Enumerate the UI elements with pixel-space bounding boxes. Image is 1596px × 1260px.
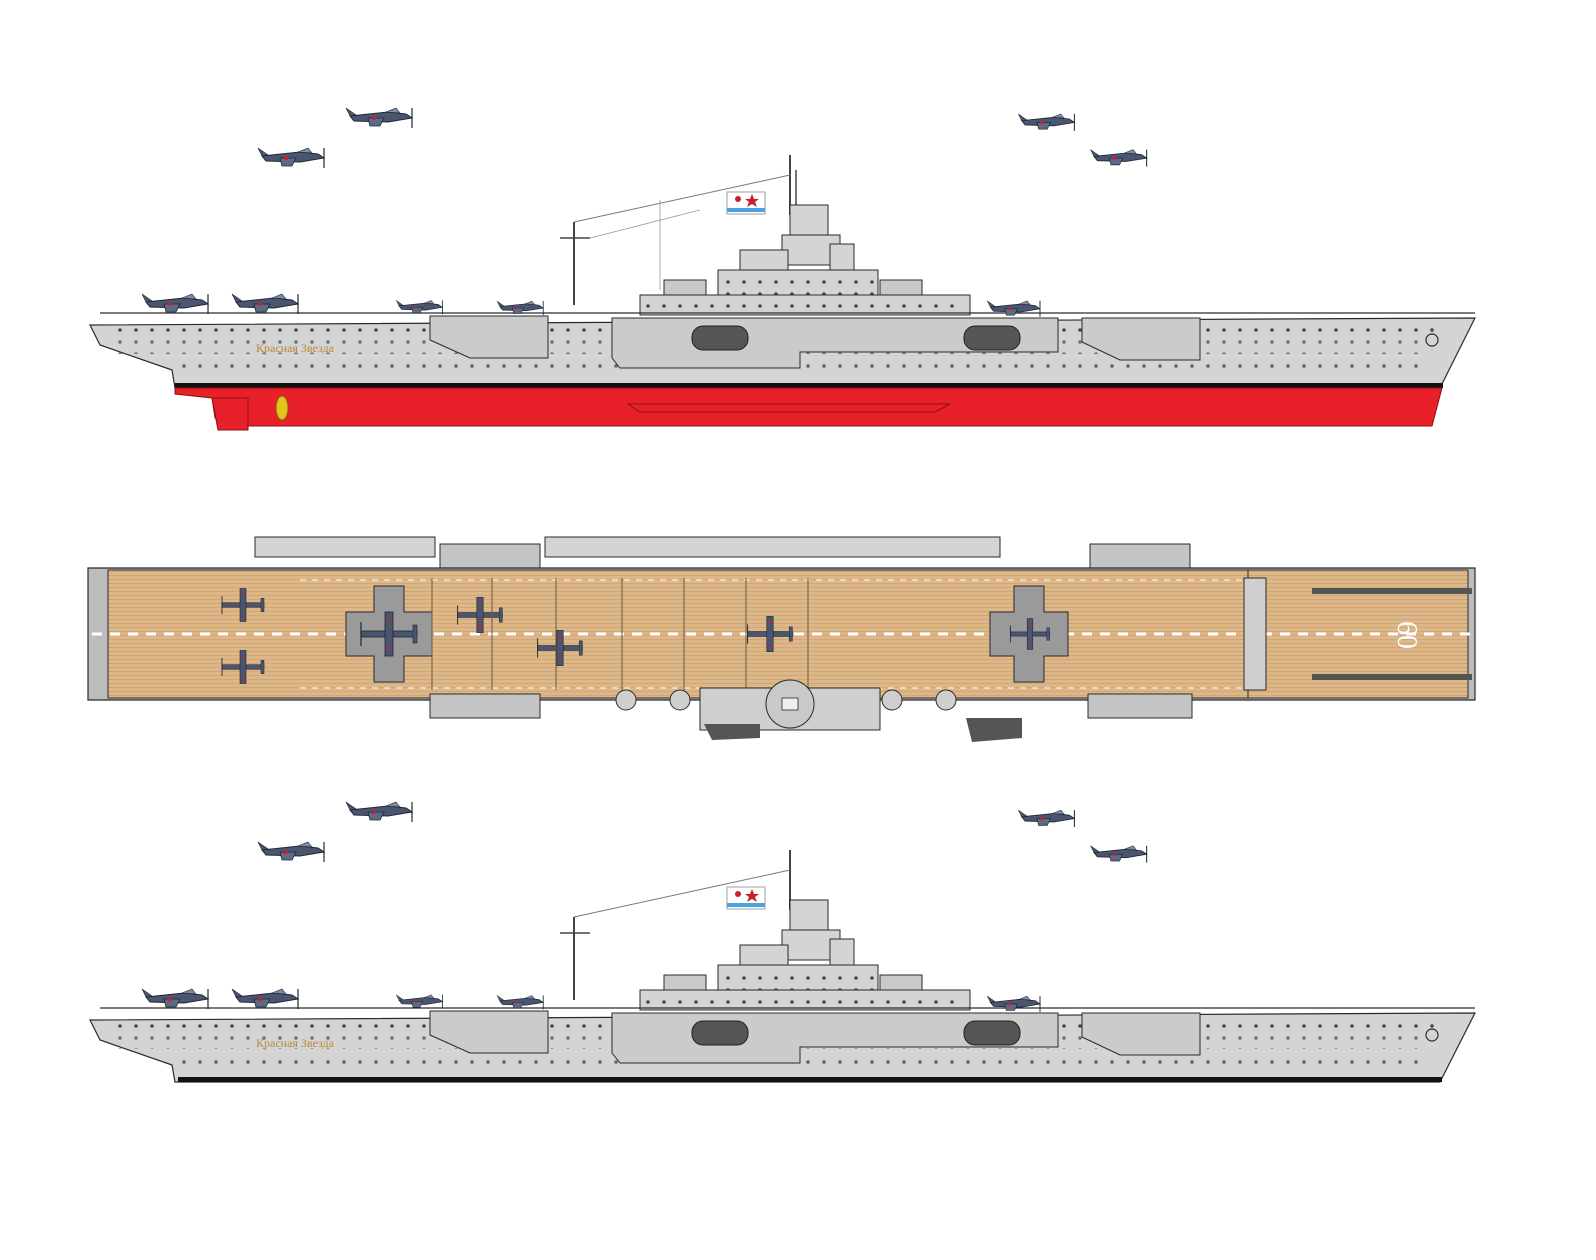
aircraft-icon	[1090, 149, 1148, 168]
ship-name-label: Красная Звезда	[256, 341, 335, 355]
hull-number: 60	[1391, 621, 1422, 649]
aircraft-icon	[1090, 845, 1148, 864]
profile-view-bottom: Красная Звезда	[89, 801, 1476, 1083]
aircraft-icon	[231, 293, 299, 315]
naval-ensign-icon	[726, 886, 766, 910]
ship-name-label: Красная Звезда	[256, 1036, 335, 1050]
aircraft-icon	[345, 801, 413, 823]
aircraft-icon	[395, 994, 443, 1010]
naval-ensign-icon	[726, 191, 766, 215]
aircraft-icon	[141, 988, 209, 1010]
aircraft-icon	[395, 299, 443, 315]
aircraft-icon	[986, 995, 1041, 1013]
aircraft-icon	[986, 300, 1041, 318]
plan-view: 60	[87, 536, 1476, 742]
aircraft-icon	[141, 293, 209, 315]
aircraft-icon	[1017, 809, 1075, 828]
aircraft-icon	[345, 107, 413, 129]
bow-emblem-icon	[1425, 333, 1439, 347]
aircraft-icon	[1017, 113, 1075, 132]
aircraft-icon	[496, 994, 544, 1010]
profile-view-top: Красная Звезда	[89, 107, 1476, 431]
aircraft-icon	[257, 841, 325, 863]
aircraft-icon	[257, 147, 325, 169]
bow-emblem-icon	[1425, 1028, 1439, 1042]
aircraft-icon	[231, 988, 299, 1010]
